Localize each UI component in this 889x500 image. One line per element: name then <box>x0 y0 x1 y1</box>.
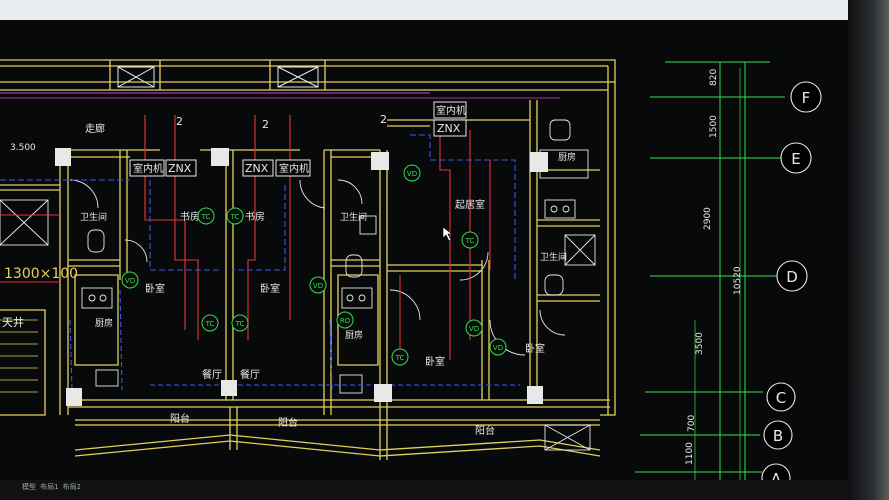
status-bar <box>0 480 889 500</box>
equipment-tags: 室内机 ZNX ZNX 室内机 室内机 ZNX <box>129 101 467 177</box>
riser-mark-1: 2 <box>176 115 183 128</box>
doors <box>69 179 566 356</box>
room-labels: 走廊 书房 书房 卫生间 卫生间 卫生间 卧室 卧室 卧室 卧室 厨房 厨房 厨… <box>2 113 576 437</box>
vd-tag-1: VD <box>125 277 135 285</box>
tc-tag-3: TC <box>205 320 215 328</box>
pipes <box>0 92 560 391</box>
symbol-circles <box>121 164 507 366</box>
label-shaft: 天井 <box>2 315 24 329</box>
label-dining-left: 餐厅 <box>202 368 222 381</box>
label-dining-right: 餐厅 <box>240 368 260 381</box>
ro-tag: RO <box>340 317 351 325</box>
dimension-numbers: 820 1500 2900 10520 3500 700 1100 <box>685 69 743 465</box>
tc-tag-5: TC <box>465 237 475 245</box>
label-study-right: 书房 <box>245 210 265 223</box>
axis-letters: F E D C B A <box>771 89 810 480</box>
label-bedroom-mid: 卧室 <box>260 282 280 295</box>
label-study-left: 书房 <box>180 210 200 223</box>
axis-e: E <box>791 150 800 168</box>
axis-a: A <box>771 470 782 480</box>
label-living: 起居室 <box>455 198 485 211</box>
znx-label-3: ZNX <box>437 122 461 135</box>
label-bedroom-center: 卧室 <box>425 355 445 368</box>
indoor-unit-label-2: 室内机 <box>279 162 309 175</box>
dim-1500: 1500 <box>709 115 719 138</box>
axis-bubbles <box>761 81 822 480</box>
dim-700: 700 <box>687 415 697 432</box>
label-corridor: 走廊 <box>85 122 105 135</box>
dimension-grid <box>635 61 785 480</box>
elevation-mark: 3.500 <box>10 143 36 153</box>
label-bath-mid: 卫生间 <box>340 211 367 223</box>
tc-tag-2: TC <box>230 213 240 221</box>
vd-tag-3: VD <box>407 170 417 178</box>
vd-tag-4: VD <box>469 325 479 333</box>
label-bedroom-left: 卧室 <box>145 282 165 295</box>
symbol-codes: TC TC VD VD TC TC RO VD TC VD VD TC <box>125 170 503 362</box>
axis-d: D <box>786 268 798 286</box>
label-bedroom-right: 卧室 <box>525 342 545 355</box>
dim-3500: 3500 <box>695 332 705 355</box>
dim-10520: 10520 <box>733 266 743 295</box>
vent-boxes <box>117 66 319 88</box>
riser-mark-2: 2 <box>262 118 269 131</box>
vd-tag-5: VD <box>493 344 503 352</box>
label-kitchen-mid: 厨房 <box>345 329 363 341</box>
axis-b: B <box>773 427 783 445</box>
znx-label-2: ZNX <box>245 162 269 175</box>
indoor-unit-label-1: 室内机 <box>133 162 163 175</box>
riser-mark-3: 2 <box>380 113 387 126</box>
window-size-label: 1300×100 <box>4 266 78 282</box>
window-background <box>0 0 889 20</box>
cursor-icon <box>442 226 453 242</box>
label-bath-left: 卫生间 <box>80 211 107 223</box>
columns <box>55 148 548 406</box>
label-bath-right: 卫生间 <box>540 251 567 263</box>
indoor-unit-label-3: 室内机 <box>436 104 466 117</box>
znx-label-1: ZNX <box>168 162 192 175</box>
axis-c: C <box>776 389 786 407</box>
label-kitchen-left: 厨房 <box>95 317 113 329</box>
fixtures <box>0 119 596 451</box>
vd-tag-2: VD <box>313 282 323 290</box>
status-text: 模型 布局1 布局2 <box>22 483 81 491</box>
dim-820: 820 <box>709 69 719 86</box>
label-balcony-1: 阳台 <box>170 412 190 425</box>
floor-plan[interactable]: 走廊 书房 书房 卫生间 卫生间 卫生间 卧室 卧室 卧室 卧室 厨房 厨房 厨… <box>0 20 848 480</box>
monitor-bezel <box>848 0 889 500</box>
dim-2900: 2900 <box>703 207 713 230</box>
label-kitchen-right: 厨房 <box>558 151 576 163</box>
dim-1100: 1100 <box>685 442 695 465</box>
label-balcony-2: 阳台 <box>278 416 298 429</box>
cad-drawing-area[interactable]: 走廊 书房 书房 卫生间 卫生间 卫生间 卧室 卧室 卧室 卧室 厨房 厨房 厨… <box>0 20 848 480</box>
tc-tag-4: TC <box>235 320 245 328</box>
walls <box>0 59 616 460</box>
label-balcony-3: 阳台 <box>475 424 495 437</box>
tc-tag-6: TC <box>395 354 405 362</box>
tc-tag-1: TC <box>201 213 211 221</box>
axis-f: F <box>802 89 811 107</box>
